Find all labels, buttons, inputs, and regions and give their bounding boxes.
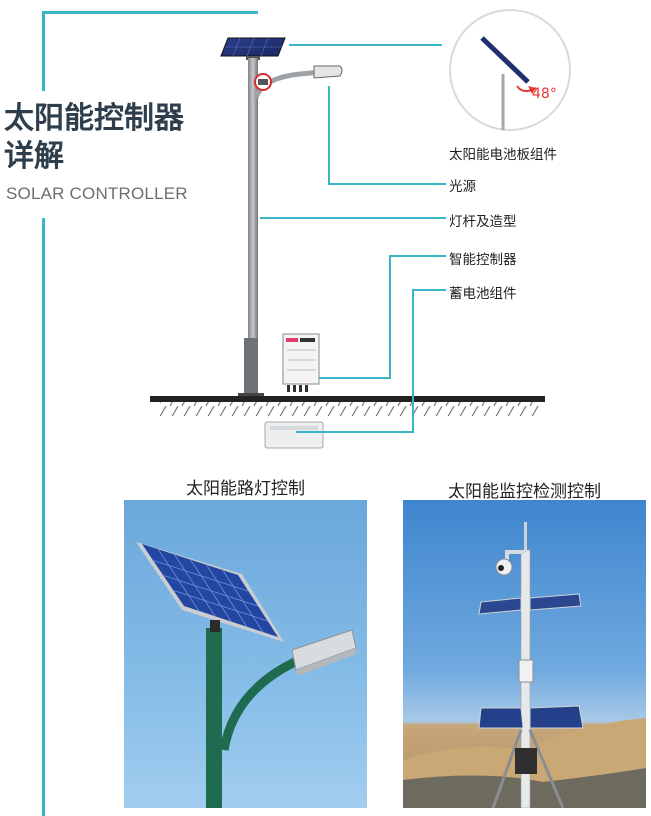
street-light-diagram (150, 9, 571, 449)
lamp-pole (238, 58, 343, 398)
solar-panel-icon (220, 37, 286, 60)
battery-icon (264, 421, 324, 449)
street-light-photo (124, 500, 367, 808)
monitoring-photo (403, 500, 646, 808)
controller-box-icon (282, 333, 320, 392)
ground (150, 396, 545, 416)
accent-line-top-horizontal (42, 11, 258, 14)
caption-monitoring: 太阳能监控检测控制 (448, 482, 601, 502)
label-solar-panel: 太阳能电池板组件 (449, 147, 557, 163)
accent-line-left-vertical (42, 218, 45, 816)
page-subtitle: SOLAR CONTROLLER (6, 184, 188, 203)
title-line-1: 太阳能控制器 (4, 101, 184, 136)
panel-angle-detail (449, 9, 571, 131)
title-line-2: 详解 (4, 139, 64, 174)
leader-lines (260, 44, 446, 433)
label-controller: 智能控制器 (449, 252, 517, 268)
label-light-source: 光源 (449, 179, 476, 195)
caption-street-light: 太阳能路灯控制 (186, 479, 305, 499)
page-title: 太阳能控制器 详解 (4, 100, 234, 176)
accent-line-top-vertical (42, 11, 45, 91)
angle-label: 48° (532, 86, 557, 102)
label-pole: 灯杆及造型 (449, 214, 517, 230)
label-battery: 蓄电池组件 (449, 286, 517, 302)
